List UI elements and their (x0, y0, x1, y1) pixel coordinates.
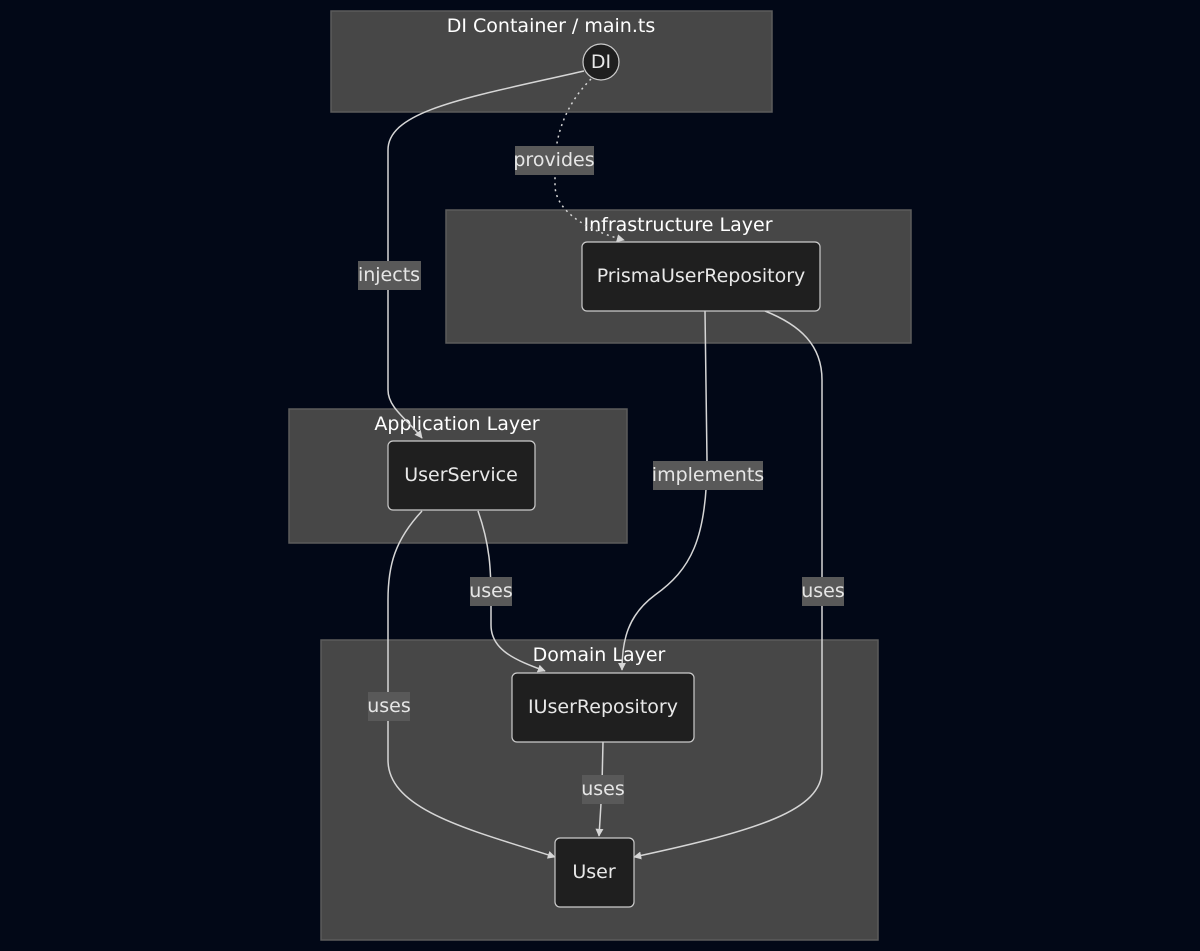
edge-label-provides-bg (515, 146, 594, 175)
edge-service-uses-repository (477, 510, 546, 673)
edge-label-service-uses-repository: uses (469, 577, 513, 606)
edge-label-injects-bg (358, 261, 421, 290)
edge-label-repository-uses-user: uses (581, 775, 625, 804)
node-user-box (554, 837, 635, 908)
node-user-label: User (572, 861, 615, 883)
cluster-application-layer-label: Application Layer (374, 413, 539, 435)
cluster-di-container: DI Container / main.ts (330, 10, 773, 113)
edge-label-service-uses-user: uses (367, 692, 411, 721)
cluster-domain-layer-label: Domain Layer (533, 644, 666, 666)
edge-label-prisma-uses-user-bg (802, 577, 844, 606)
node-user-service-box (387, 440, 536, 511)
edge-label-service-uses-repository-bg (470, 577, 512, 606)
edge-label-service-uses-repository-text: uses (469, 580, 513, 602)
edge-service-uses-user (387, 510, 556, 859)
edge-label-service-uses-user-bg (368, 692, 410, 721)
node-prisma-user-repository[interactable]: PrismaUserRepository (581, 241, 821, 312)
node-di-circle (582, 43, 620, 81)
edge-label-service-uses-user-text: uses (367, 695, 411, 717)
edge-label-injects: injects (358, 261, 421, 290)
cluster-di-container-box (330, 10, 773, 113)
edge-provides (554, 78, 625, 243)
node-di-label: DI (591, 51, 611, 73)
edge-label-provides: provides (513, 146, 595, 175)
node-user-service[interactable]: UserService (387, 440, 536, 511)
node-user[interactable]: User (554, 837, 635, 908)
node-di[interactable]: DI (582, 43, 620, 81)
node-iuser-repository-label: IUserRepository (528, 696, 678, 718)
edge-label-implements: implements (652, 461, 764, 490)
edge-label-repository-uses-user-bg (582, 775, 624, 804)
edge-label-repository-uses-user-text: uses (581, 778, 625, 800)
node-prisma-user-repository-box (581, 241, 821, 312)
edge-prisma-uses-user (633, 310, 823, 860)
cluster-di-container-label: DI Container / main.ts (447, 15, 655, 37)
edge-implements (618, 310, 708, 671)
node-user-service-label: UserService (404, 464, 518, 486)
edge-label-prisma-uses-user-text: uses (801, 580, 845, 602)
edge-label-prisma-uses-user: uses (801, 577, 845, 606)
edge-label-injects-text: injects (358, 264, 420, 286)
cluster-infrastructure-layer-label: Infrastructure Layer (583, 214, 772, 236)
edge-injects (387, 70, 585, 439)
edge-label-implements-text: implements (652, 464, 764, 486)
edge-label-implements-bg (653, 461, 763, 490)
node-iuser-repository[interactable]: IUserRepository (511, 672, 695, 743)
node-prisma-user-repository-label: PrismaUserRepository (597, 265, 806, 287)
edge-label-provides-text: provides (513, 149, 594, 171)
node-iuser-repository-box (511, 672, 695, 743)
